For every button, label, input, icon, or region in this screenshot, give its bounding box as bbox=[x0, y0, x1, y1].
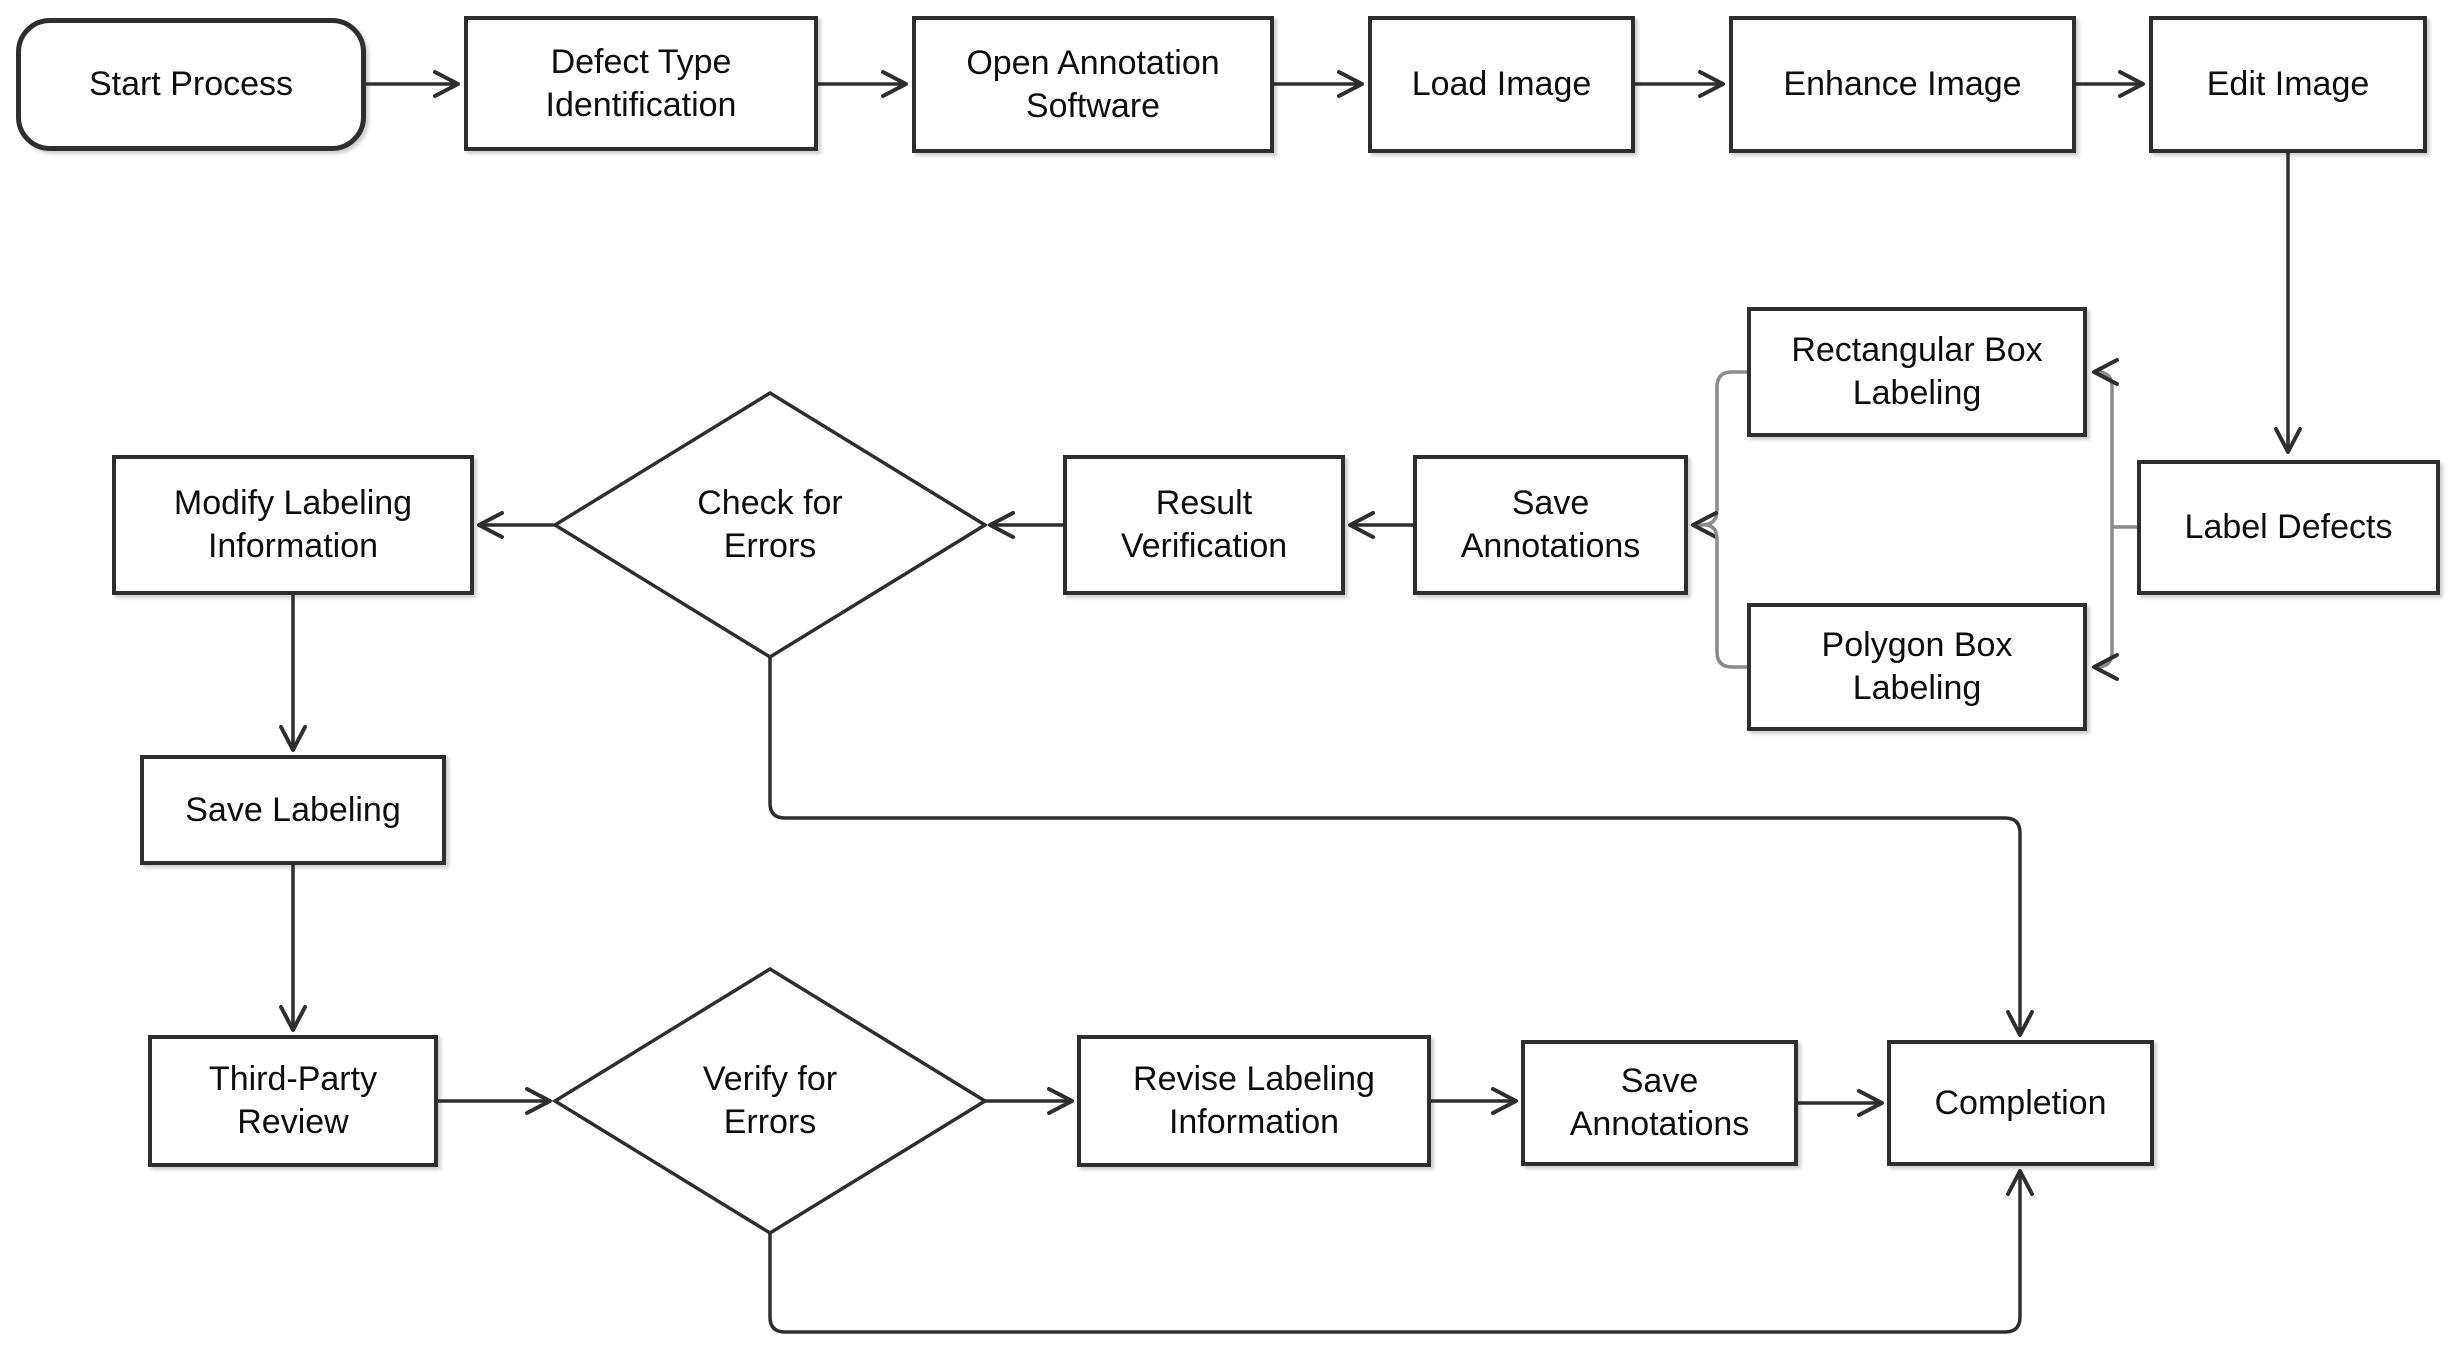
node-open-annotation-software: Open Annotation Software bbox=[912, 16, 1274, 153]
node-save-annotations-bottom: Save Annotations bbox=[1521, 1040, 1798, 1166]
edge-label-defects-to-polygon bbox=[2092, 527, 2119, 681]
node-revise-labeling-information: Revise Labeling Information bbox=[1077, 1035, 1431, 1167]
node-defect-type-identification: Defect Type Identification bbox=[464, 16, 818, 151]
edge-rectangular-to-save-annotations bbox=[1691, 370, 1747, 539]
node-save-annotations-mid: Save Annotations bbox=[1413, 455, 1688, 595]
node-third-party-review: Third-Party Review bbox=[148, 1035, 438, 1167]
node-enhance-image: Enhance Image bbox=[1729, 16, 2076, 153]
edge-check-for-errors-to-completion bbox=[768, 657, 2034, 1037]
node-result-verification: Result Verification bbox=[1063, 455, 1345, 595]
node-modify-labeling-information: Modify Labeling Information bbox=[112, 455, 474, 595]
node-edit-image: Edit Image bbox=[2149, 16, 2427, 153]
edge-verify-for-errors-to-completion bbox=[768, 1169, 2034, 1334]
node-save-labeling: Save Labeling bbox=[140, 755, 446, 865]
node-label-defects: Label Defects bbox=[2137, 460, 2440, 595]
node-start-process: Start Process bbox=[16, 18, 366, 151]
check-for-errors-diamond bbox=[551, 390, 989, 660]
node-polygon-box-labeling: Polygon Box Labeling bbox=[1747, 603, 2087, 731]
node-completion: Completion bbox=[1887, 1040, 2154, 1166]
node-rectangular-box-labeling: Rectangular Box Labeling bbox=[1747, 307, 2087, 437]
edge-polygon-to-save-annotations bbox=[1704, 523, 1747, 669]
node-load-image: Load Image bbox=[1368, 16, 1635, 153]
verify-for-errors-diamond bbox=[551, 966, 989, 1236]
edge-label-defects-to-rectangular bbox=[2092, 358, 2119, 527]
